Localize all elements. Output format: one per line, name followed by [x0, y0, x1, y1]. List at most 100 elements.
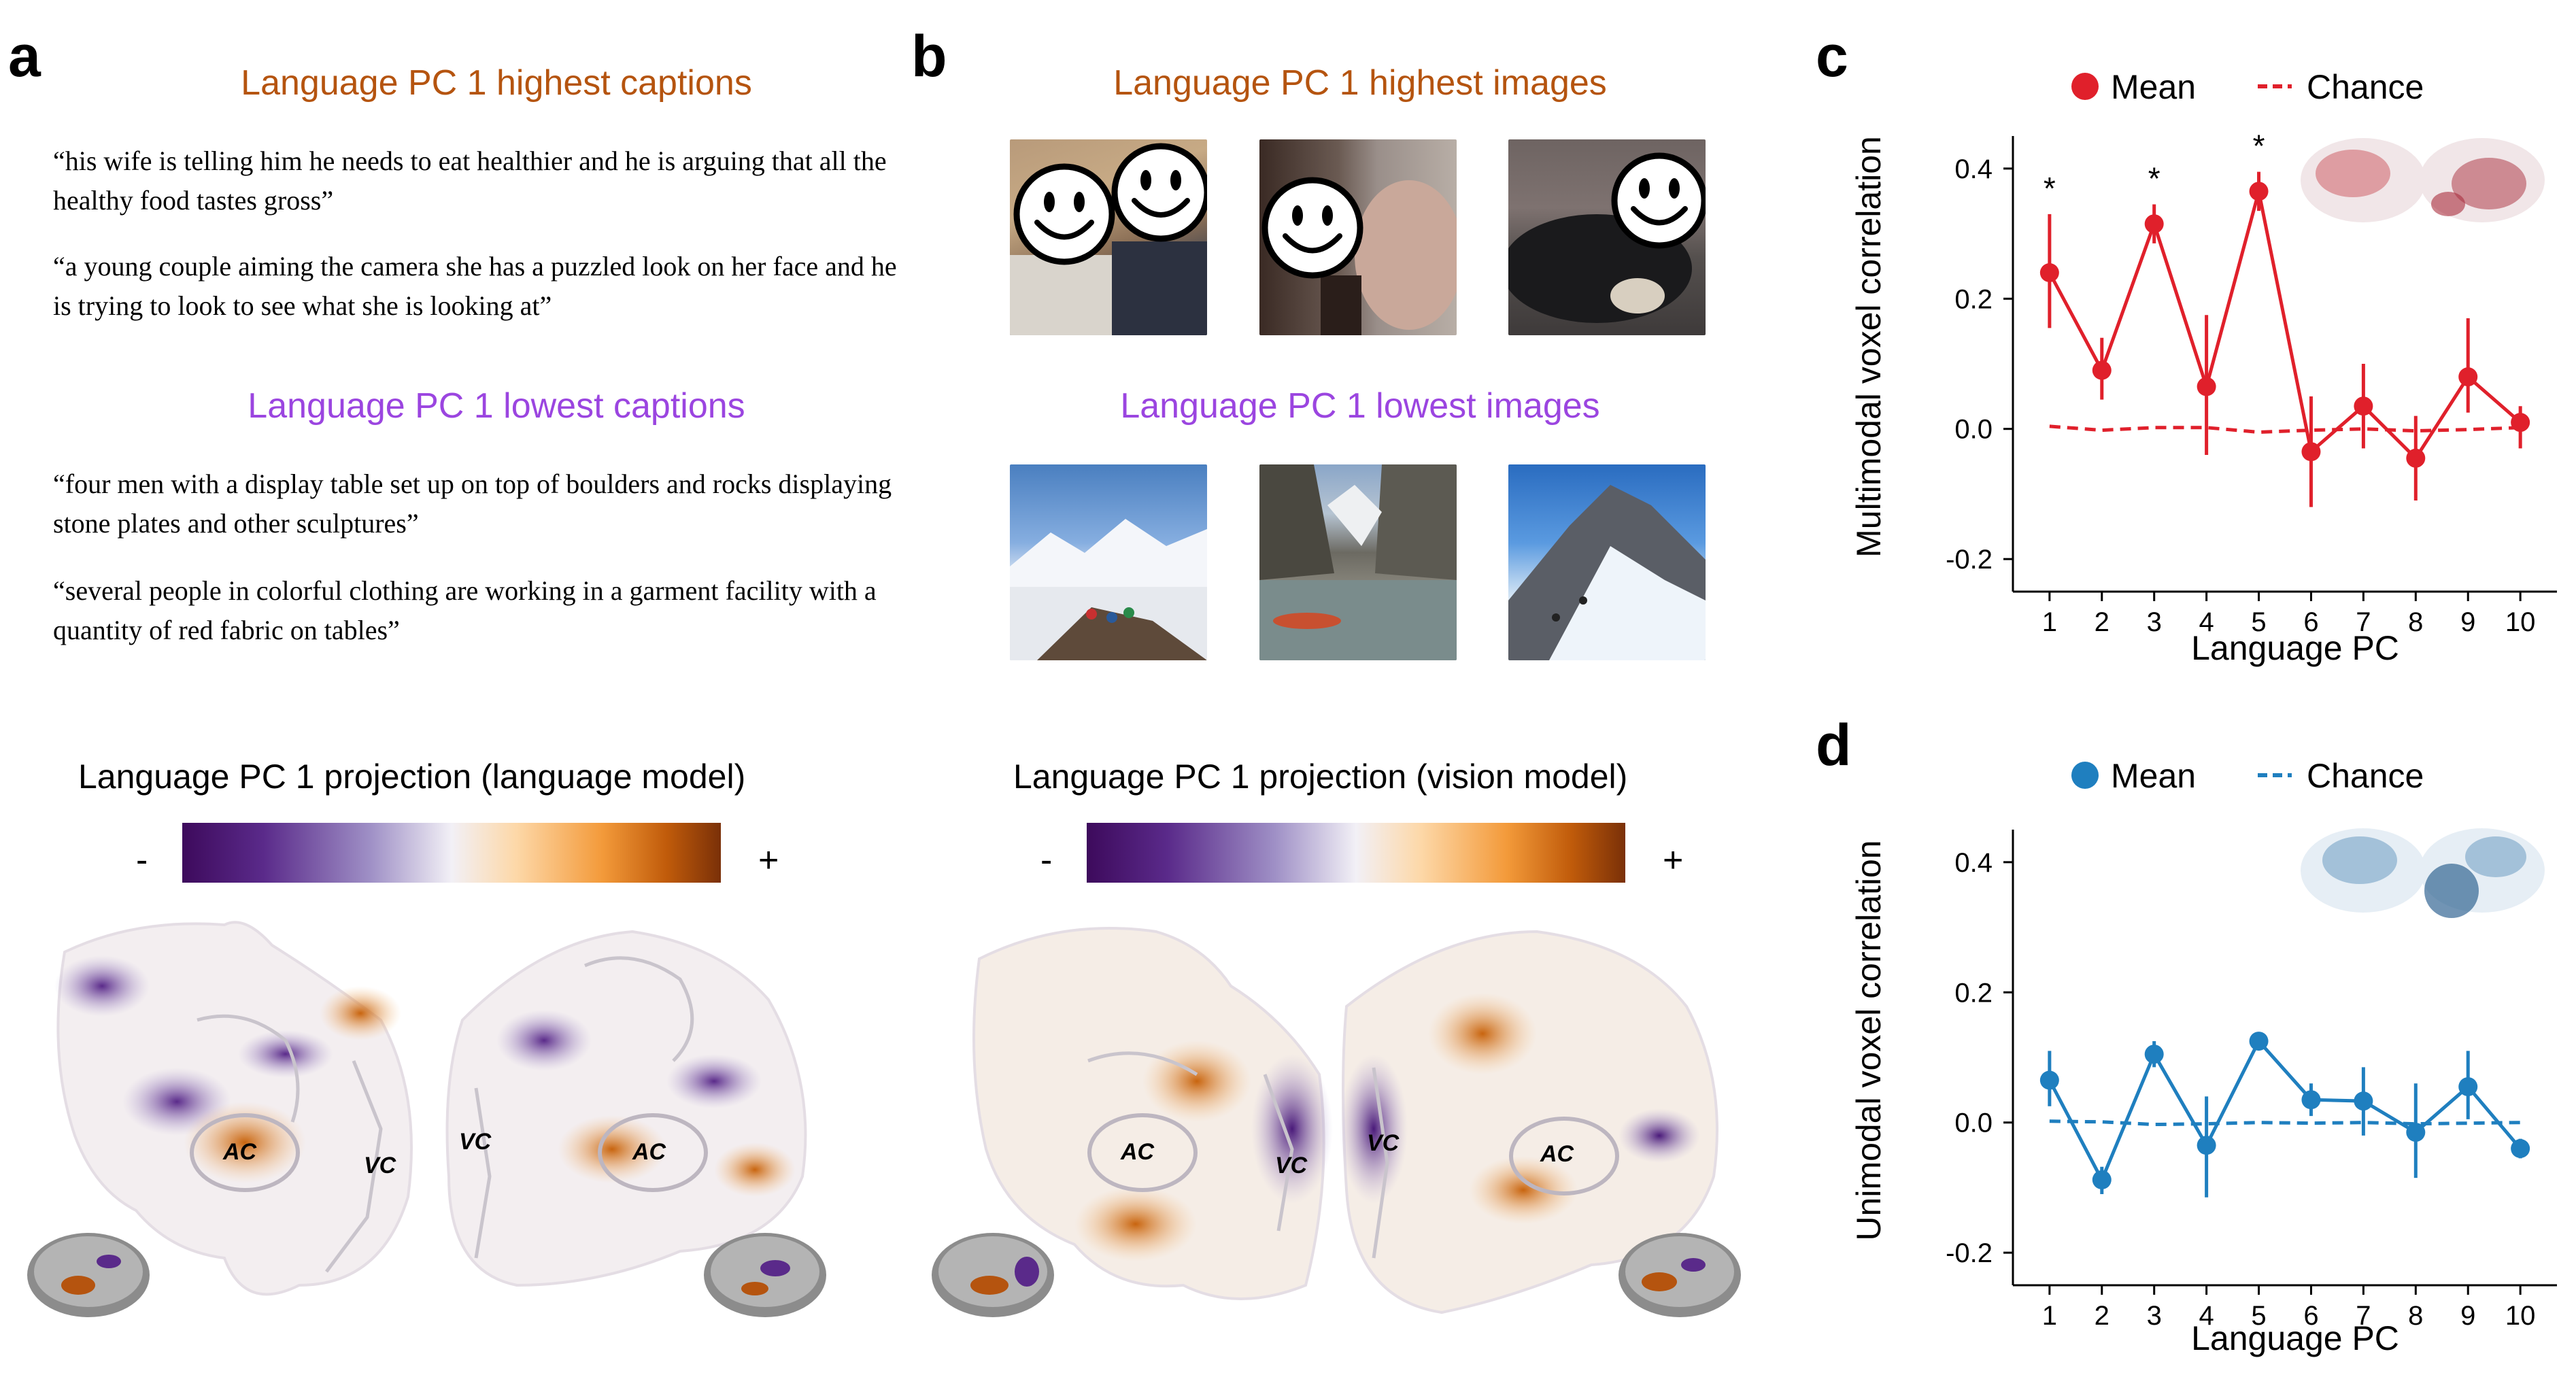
- x-tick-label: 7: [2356, 607, 2371, 637]
- chance-line: [2049, 1119, 2521, 1127]
- highest-image-2: [1259, 139, 1457, 335]
- legend-mean-marker: [2071, 73, 2099, 100]
- legend-chance-label: Chance: [2307, 757, 2424, 795]
- roi-vc-right-b: VC: [1367, 1130, 1400, 1156]
- roi-ac-right: AC: [632, 1139, 666, 1165]
- legend-mean-label: Mean: [2111, 757, 2196, 795]
- mean-point: [2197, 377, 2216, 396]
- x-tick-label: 10: [2505, 1301, 2536, 1331]
- flatmap-vision-model: AC VC VC AC: [932, 927, 1741, 1317]
- x-tick-label: 6: [2303, 607, 2318, 637]
- mean-point: [2354, 396, 2373, 416]
- chart-d-legend: Mean Chance: [2071, 757, 2424, 795]
- chart-c-multimodal: Mean Chance Multimodal voxel correlation…: [1850, 68, 2557, 667]
- mean-point: [2301, 1090, 2321, 1110]
- lowest-image-3: [1508, 464, 1706, 660]
- x-tick-label: 5: [2251, 607, 2266, 637]
- x-tick-label: 10: [2505, 607, 2536, 637]
- mean-point: [2039, 263, 2059, 282]
- mean-point: [2458, 367, 2478, 387]
- brain-3d-right-icon: [704, 1233, 826, 1317]
- y-tick-label: -0.2: [1946, 545, 1993, 575]
- legend-chance-label: Chance: [2307, 68, 2424, 106]
- mean-point: [2406, 448, 2426, 468]
- panel-label-c: c: [1816, 24, 1848, 89]
- mean-point: [2354, 1091, 2373, 1111]
- brain-3d-left-icon: [27, 1233, 150, 1317]
- roi-vc-right: VC: [459, 1129, 492, 1155]
- mean-point: [2039, 1070, 2059, 1090]
- y-tick-label: 0.2: [1954, 978, 1993, 1008]
- x-tick-label: 8: [2408, 607, 2423, 637]
- roi-ac-left: AC: [222, 1139, 257, 1165]
- mean-line: [2048, 190, 2522, 461]
- roi-ac-left-b: AC: [1120, 1139, 1155, 1165]
- chart-c-legend: Mean Chance: [2071, 68, 2424, 106]
- highest-images-title: Language PC 1 highest images: [1113, 63, 1607, 103]
- panel-label-d: d: [1816, 713, 1852, 778]
- panel-label-b: b: [911, 24, 947, 89]
- brain-flatmap-inset-icon: [2301, 828, 2545, 918]
- y-tick-label: 0.4: [1954, 848, 1993, 878]
- y-tick-label: 0.2: [1954, 284, 1993, 314]
- lowest-caption-2: “several people in colorful clothing are…: [53, 575, 877, 645]
- x-tick-label: 8: [2408, 1301, 2423, 1331]
- x-tick-label: 4: [2199, 607, 2214, 637]
- projection-title-language: Language PC 1 projection (language model…: [78, 758, 746, 796]
- smiley-face-icon: [1013, 163, 1115, 265]
- brain-flatmap-inset-icon: [2301, 138, 2545, 222]
- colorbar-minus-a: -: [136, 841, 148, 880]
- mean-point: [2249, 182, 2269, 201]
- colorbar-vision: [1087, 823, 1625, 883]
- x-tick-label: 4: [2199, 1301, 2214, 1331]
- mean-line: [2048, 1038, 2522, 1184]
- mean-point: [2144, 214, 2164, 234]
- mean-point: [2301, 442, 2321, 462]
- panel-label-a: a: [8, 24, 41, 89]
- legend-mean-marker: [2071, 762, 2099, 789]
- brain-3d-left-icon: [932, 1233, 1054, 1317]
- chance-line: [2049, 424, 2521, 435]
- lowest-image-1: [1010, 464, 1207, 660]
- x-tick-label: 7: [2356, 1301, 2371, 1331]
- x-tick-label: 1: [2042, 607, 2057, 637]
- colorbar-plus-a: +: [758, 841, 779, 880]
- brain-3d-right-icon: [1619, 1233, 1741, 1317]
- colorbar-plus-b: +: [1663, 841, 1684, 880]
- x-tick-label: 3: [2147, 607, 2162, 637]
- projection-title-vision: Language PC 1 projection (vision model): [1013, 758, 1628, 796]
- mean-point: [2511, 413, 2530, 432]
- legend-mean-label: Mean: [2111, 68, 2196, 106]
- smiley-face-icon: [1261, 177, 1363, 279]
- roi-vc-left: VC: [364, 1153, 396, 1178]
- x-tick-label: 2: [2095, 607, 2109, 637]
- x-tick-label: 9: [2460, 607, 2475, 637]
- y-tick-label: 0.0: [1954, 415, 1993, 445]
- x-tick-label: 9: [2460, 1301, 2475, 1331]
- roi-vc-left-b: VC: [1275, 1153, 1308, 1178]
- x-tick-label: 3: [2147, 1301, 2162, 1331]
- colorbar-language: [182, 823, 721, 883]
- x-tick-label: 6: [2303, 1301, 2318, 1331]
- mean-point: [2406, 1123, 2426, 1142]
- significance-star: *: [2044, 171, 2056, 206]
- mean-point: [2144, 1045, 2164, 1064]
- lowest-caption-1: “four men with a display table set up on…: [53, 469, 892, 539]
- smiley-face-icon: [1111, 143, 1207, 242]
- y-tick-label: 0.4: [1954, 154, 1993, 184]
- chart-d-unimodal: Mean Chance Unimodal voxel correlation L…: [1850, 757, 2557, 1357]
- x-tick-label: 1: [2042, 1301, 2057, 1331]
- highest-caption-1: “his wife is telling him he needs to eat…: [53, 146, 887, 216]
- mean-point: [2092, 360, 2112, 380]
- highest-caption-2: “a young couple aiming the camera she ha…: [53, 251, 897, 321]
- highest-image-3: [1508, 139, 1706, 335]
- lowest-image-2: [1259, 464, 1457, 660]
- smiley-face-icon: [1611, 152, 1706, 249]
- chart-d-xlabel: Language PC: [2191, 1319, 2399, 1357]
- colorbar-minus-b: -: [1040, 841, 1053, 880]
- highest-captions-title: Language PC 1 highest captions: [241, 63, 752, 103]
- mean-point: [2249, 1032, 2269, 1051]
- significance-star: *: [2253, 129, 2265, 164]
- lowest-captions-title: Language PC 1 lowest captions: [248, 386, 745, 426]
- flatmap-language-model: AC VC VC AC: [27, 921, 826, 1317]
